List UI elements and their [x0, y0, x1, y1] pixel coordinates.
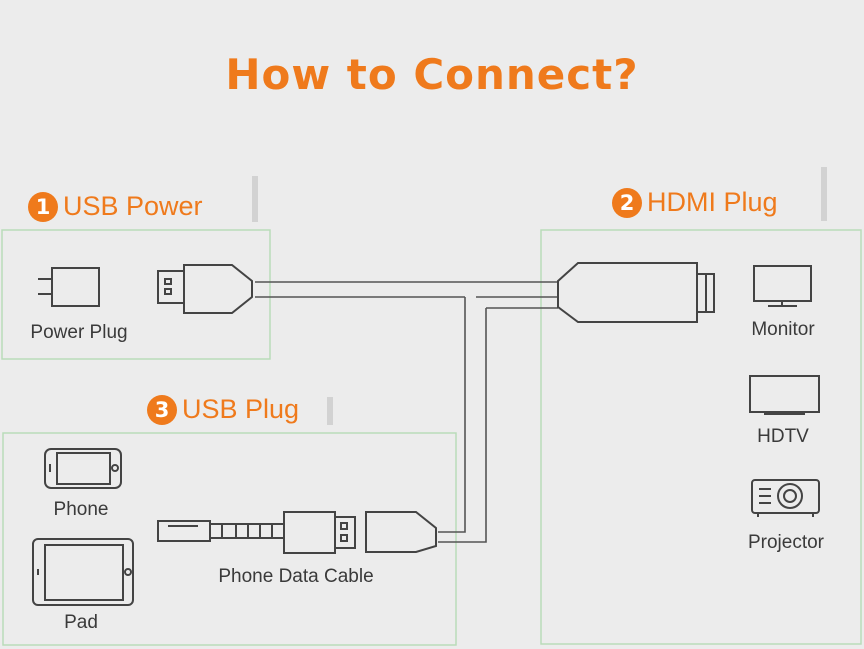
divider-bar-usb-plug: [327, 397, 333, 425]
cable-lines: [255, 281, 558, 543]
section-usb-plug-heading: 3 USB Plug: [147, 394, 299, 425]
phone-data-cable-icon: [210, 511, 356, 554]
hdmi-plug-box: [540, 229, 862, 645]
phone-icon: [44, 448, 122, 489]
micro-usb-connector-icon: [157, 520, 211, 542]
divider-bar-usb-power: [252, 176, 258, 222]
divider-bar-hdmi-plug: [821, 167, 827, 221]
section-usb-power-label: USB Power: [63, 191, 203, 221]
number-badge-2: 2: [612, 187, 642, 218]
pad-label: Pad: [64, 612, 98, 633]
usb-receptacle-icon: [365, 511, 437, 553]
hdtv-label: HDTV: [757, 426, 809, 447]
hdmi-connector-icon: [557, 262, 715, 323]
number-badge-1: 1: [28, 191, 58, 222]
monitor-icon: [753, 265, 812, 307]
power-plug-icon: [38, 267, 100, 307]
number-badge-3: 3: [147, 394, 177, 425]
projector-label: Projector: [747, 532, 825, 553]
usb-plug-box: [2, 432, 457, 646]
monitor-label: Monitor: [751, 319, 815, 340]
usb-power-box: [1, 229, 271, 360]
section-hdmi-plug-label: HDMI Plug: [647, 187, 778, 217]
section-usb-power-heading: 1 USB Power: [28, 191, 203, 222]
projector-icon: [751, 479, 820, 517]
power-plug-label: Power Plug: [30, 322, 128, 343]
usb-power-connector-icon: [157, 264, 253, 314]
section-usb-plug-label: USB Plug: [182, 394, 300, 424]
page-title: How to Connect?: [225, 50, 639, 99]
phone-label: Phone: [53, 499, 109, 520]
section-hdmi-plug-heading: 2 HDMI Plug: [612, 187, 778, 218]
phone-data-cable-label: Phone Data Cable: [218, 566, 374, 587]
pad-icon: [32, 538, 134, 606]
hdtv-icon: [749, 375, 820, 415]
